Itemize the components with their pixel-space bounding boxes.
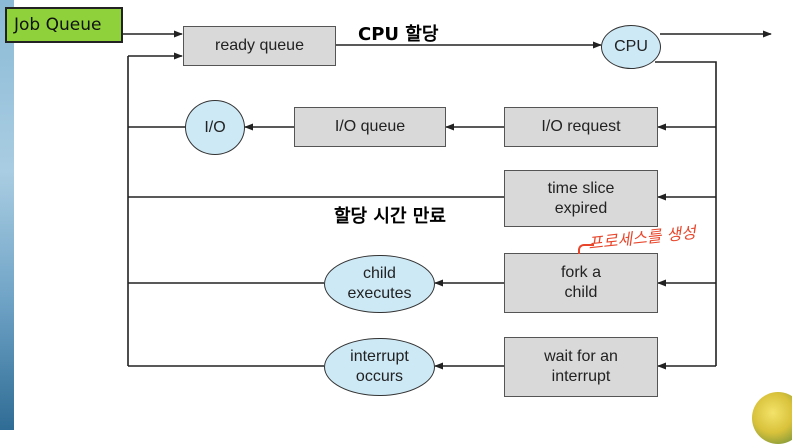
annotation-hook <box>578 244 594 254</box>
wait-interrupt-label: wait for an interrupt <box>544 348 618 385</box>
fork-child-label: fork a child <box>560 264 601 301</box>
io-request-label: I/O request <box>541 118 621 135</box>
ready-queue-box: ready queue <box>183 26 336 66</box>
cpu-circle: CPU <box>601 25 661 69</box>
time-slice-box: time slice expired <box>504 170 658 227</box>
flow-lines <box>123 30 772 370</box>
fork-child-box: fork a child <box>504 253 658 313</box>
io-queue-box: I/O queue <box>294 107 446 147</box>
child-executes-circle: child executes <box>324 255 435 313</box>
window-left-edge <box>0 0 14 430</box>
cpu-allocation-caption: CPU 할당 <box>358 24 439 45</box>
time-slice-label: time slice expired <box>547 179 615 217</box>
ready-queue-label: ready queue <box>215 37 304 54</box>
io-circle: I/O <box>185 100 245 155</box>
interrupt-occurs-label: interrupt occurs <box>350 348 409 385</box>
io-queue-label: I/O queue <box>334 118 406 135</box>
io-request-box: I/O request <box>504 107 658 147</box>
wait-interrupt-box: wait for an interrupt <box>504 337 658 397</box>
interrupt-occurs-circle: interrupt occurs <box>324 338 435 396</box>
child-executes-label: child executes <box>347 265 412 302</box>
time-expired-caption: 할당 시간 만료 <box>334 206 446 227</box>
job-queue-label: Job Queue <box>5 7 123 43</box>
io-label: I/O <box>204 118 226 136</box>
corner-decoration <box>752 392 792 444</box>
cpu-label: CPU <box>614 38 648 55</box>
edge-cpu-down <box>655 61 717 366</box>
